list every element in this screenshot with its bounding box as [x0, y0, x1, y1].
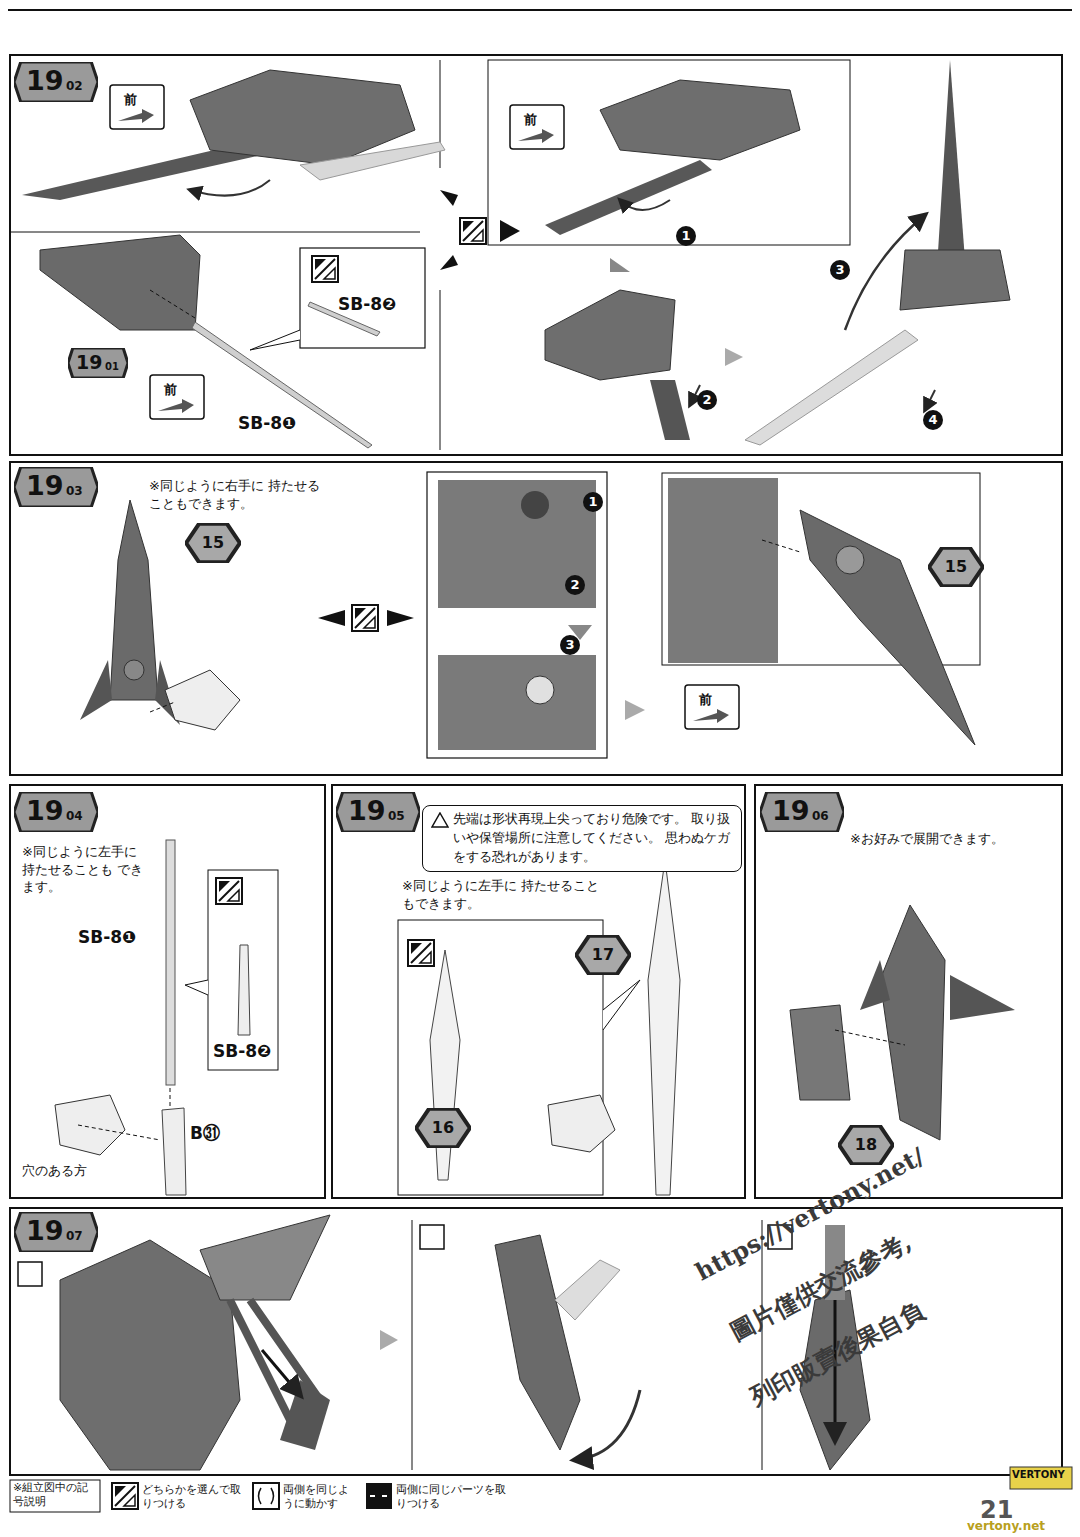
step-number: 19: [26, 65, 64, 96]
step-number: 19: [772, 795, 810, 826]
step-badge: 1905: [336, 792, 420, 832]
step-badge: 1906: [760, 792, 844, 832]
sub-step-number: 05: [388, 809, 405, 823]
step-badge: 1901: [68, 348, 128, 378]
sub-step-number: 07: [66, 1229, 83, 1243]
callout-number: 15: [928, 547, 984, 587]
logo: VERTONY: [1012, 1469, 1065, 1482]
watermark: vertony.net: [965, 1518, 1047, 1534]
step-number: 19: [348, 795, 386, 826]
part-callout: 17: [575, 935, 631, 975]
part-callout: 15: [928, 547, 984, 587]
legend-text: 両側を同じように動かす: [283, 1483, 358, 1511]
step-order: 4: [923, 410, 943, 430]
part-name: B㉛: [190, 1122, 220, 1145]
sub-step-number: 02: [66, 79, 83, 93]
step-order: 2: [697, 390, 717, 410]
legend-text: どちらかを選んで取りつける: [142, 1483, 242, 1511]
step-order: 3: [560, 635, 580, 655]
legend-heading: ※組立図中の記号説明: [13, 1481, 97, 1509]
step-order: 1: [676, 226, 696, 246]
front-mark: 前: [524, 111, 537, 129]
note: ※同じように右手に 持たせることもできます。: [147, 477, 331, 512]
step-badge: 1904: [14, 792, 98, 832]
part-name: SB-8❶: [238, 412, 296, 435]
step-order: 3: [830, 260, 850, 280]
callout-number: 17: [575, 935, 631, 975]
part-callout: 16: [415, 1108, 471, 1148]
step-order: 1: [583, 492, 603, 512]
part-name: SB-8❷: [213, 1040, 271, 1063]
note: ※同じように左手に 持たせることもできます。: [400, 877, 604, 912]
part-callout: 15: [185, 523, 241, 563]
step-number: 19: [26, 470, 64, 501]
sub-step-number: 04: [66, 809, 83, 823]
front-mark: 前: [164, 381, 177, 399]
step-number: 19: [26, 1215, 64, 1246]
step-number: 19: [26, 795, 64, 826]
step-badge: 1902: [14, 62, 98, 102]
sub-step-number: 01: [105, 361, 119, 372]
warning-box: 先端は形状再現上尖っており危険です。 取り扱いや保管場所に注意してください。 思…: [422, 805, 742, 872]
note: 穴のある方: [20, 1162, 89, 1180]
step-number: 19: [76, 351, 102, 373]
step-badge: 1907: [14, 1212, 98, 1252]
legend-text: 両側に同じパーツを取りつける: [396, 1483, 506, 1511]
note: ※お好みで展開できます。: [848, 830, 1006, 848]
sub-step-number: 03: [66, 484, 83, 498]
step-badge: 1903: [14, 467, 98, 507]
step-order: 2: [565, 575, 585, 595]
front-mark: 前: [124, 91, 137, 109]
note: ※同じように左手に 持たせることも できます。: [20, 843, 149, 896]
front-mark: 前: [699, 691, 712, 709]
warning-text: 先端は形状再現上尖っており危険です。 取り扱いや保管場所に注意してください。 思…: [453, 811, 730, 864]
warning-icon: [431, 812, 449, 828]
sub-step-number: 06: [812, 809, 829, 823]
part-name: SB-8❶: [78, 926, 136, 949]
part-name: SB-8❷: [338, 293, 396, 316]
callout-number: 15: [185, 523, 241, 563]
callout-number: 16: [415, 1108, 471, 1148]
